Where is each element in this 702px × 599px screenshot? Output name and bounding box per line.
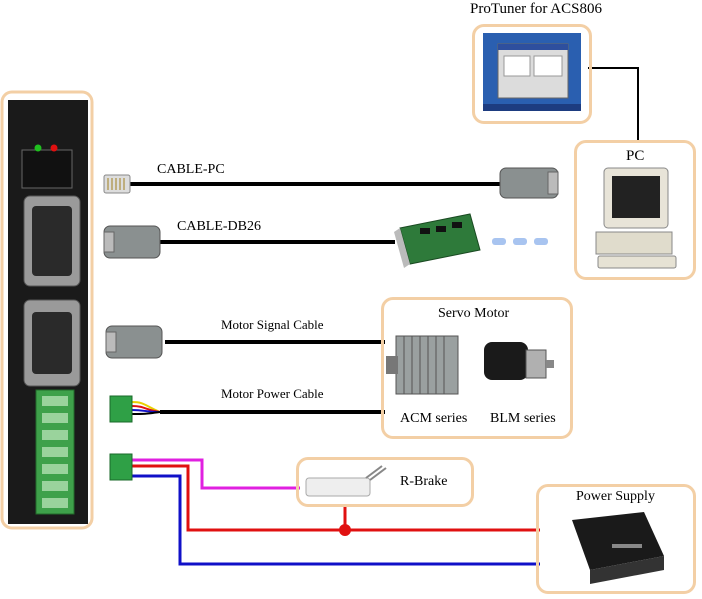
rj-connector (103, 174, 131, 194)
power-terminal-connector (109, 395, 133, 481)
red-wire (132, 464, 540, 532)
brake-resistor (305, 465, 387, 497)
pc-db-connector (499, 167, 559, 199)
servo-drive (0, 90, 94, 530)
blue-dashes (492, 238, 548, 245)
db26-connector (103, 225, 161, 259)
servo-motor-title: Servo Motor (438, 306, 510, 321)
protuner-pc-link (588, 67, 639, 140)
brake-wire (132, 458, 300, 490)
motor-signal-cable-label: Motor Signal Cable (221, 317, 324, 332)
blm-motor (484, 342, 554, 380)
blm-series-label: BLM series (490, 411, 556, 426)
acm-series-label: ACM series (400, 411, 468, 426)
pc-computer (595, 167, 677, 269)
r-brake-box (296, 457, 474, 507)
blue-wire (132, 474, 540, 566)
motor-signal-connector (105, 325, 163, 359)
motor-power-wires (131, 401, 161, 415)
power-supply-unit (572, 512, 664, 584)
cable-db26-label: CABLE-DB26 (177, 219, 261, 234)
junction-dot (339, 524, 351, 536)
pc-box (574, 140, 696, 280)
pc-label: PC (626, 148, 645, 164)
motor-power-cable-label: Motor Power Cable (221, 386, 324, 401)
protuner-box (472, 24, 592, 124)
r-brake-label: R-Brake (400, 474, 448, 489)
power-supply-box (536, 484, 696, 594)
cable-pc-label: CABLE-PC (157, 162, 225, 177)
protuner-screen (483, 33, 581, 111)
servo-motor-box (381, 297, 573, 439)
diagram-title: ProTuner for ACS806 (470, 1, 602, 17)
power-supply-label: Power Supply (576, 489, 655, 504)
acm-motor (386, 335, 459, 395)
pci-card (394, 213, 481, 268)
